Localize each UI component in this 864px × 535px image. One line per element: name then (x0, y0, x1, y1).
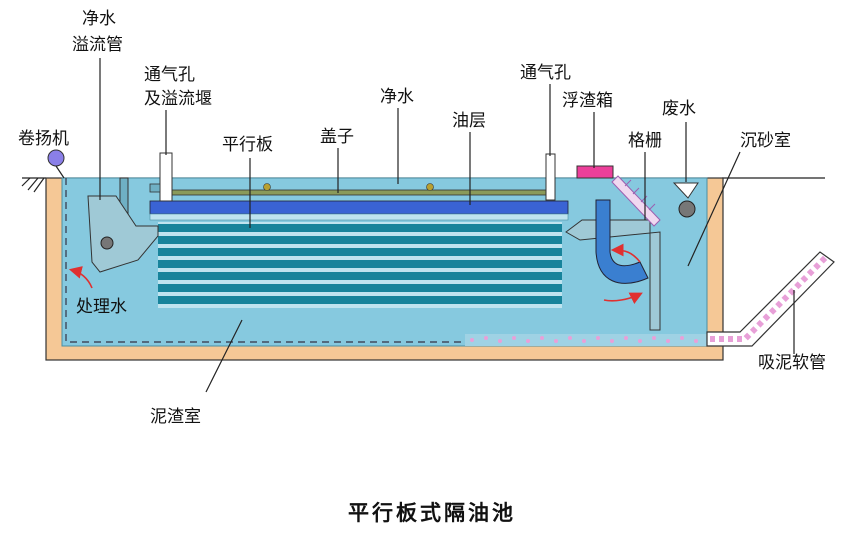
label-vent-overflow-weir-1: 通气孔 (144, 65, 195, 85)
label-oil-layer: 油层 (452, 111, 486, 131)
vent-pipe-right (545, 153, 556, 201)
scum-box (576, 165, 614, 179)
label-sludge-suction-hose: 吸泥软管 (758, 353, 826, 373)
overflow-pipe (87, 177, 161, 273)
label-vent-hole: 通气孔 (520, 63, 571, 83)
plate-top-band (149, 213, 569, 221)
label-winch: 卷扬机 (18, 129, 69, 149)
figure-caption: 平行板式隔油池 (348, 500, 516, 525)
sludge-layer (465, 334, 710, 346)
label-vent-overflow-weir-2: 及溢流堰 (144, 89, 212, 109)
grille (611, 175, 661, 227)
winch (47, 149, 65, 179)
label-cover: 盖子 (320, 127, 354, 147)
waste-water-inlet (672, 182, 699, 218)
outlet-baffle (565, 199, 661, 331)
label-grit-chamber: 沉砂室 (740, 131, 791, 151)
label-treated-water: 处理水 (76, 297, 127, 317)
label-clean-water-overflow-pipe-1: 净水 (82, 9, 116, 29)
leader-lines (99, 58, 795, 393)
oil-layer-bar (149, 200, 569, 215)
label-grille: 格栅 (628, 131, 662, 151)
flow-arrows (68, 243, 643, 305)
vent-pipe-left (159, 152, 173, 202)
label-clean-water: 净水 (380, 87, 414, 107)
parallel-plate-pack (158, 222, 562, 308)
label-scum-box: 浮渣箱 (562, 91, 613, 111)
sludge-suction-hose (706, 251, 835, 347)
ground-line (21, 177, 825, 193)
label-clean-water-overflow-pipe-2: 溢流管 (72, 35, 123, 55)
sludge-line (65, 178, 470, 343)
label-waste-water: 废水 (662, 99, 696, 119)
label-parallel-plates: 平行板 (222, 135, 273, 155)
label-sludge-chamber: 泥渣室 (150, 407, 201, 427)
